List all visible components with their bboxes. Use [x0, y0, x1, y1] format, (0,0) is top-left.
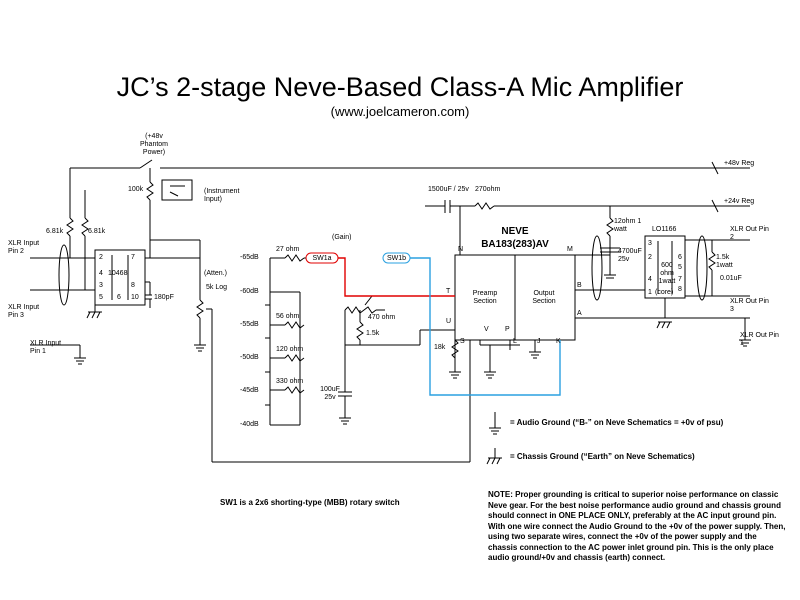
phantom-label: (+48v Phantom Power) — [139, 133, 169, 156]
pin-V: V — [484, 326, 489, 333]
xlr-out-pin2-label: XLR Out Pin 2 — [730, 226, 769, 241]
db-60-label: -60dB — [240, 288, 259, 295]
core-label: (core) — [655, 289, 674, 296]
sw1a-label: SW1a — [312, 255, 332, 262]
res-270-label: 270ohm — [475, 186, 501, 193]
tout-3: 3 — [648, 240, 652, 247]
cap-001-label: 0.01uF — [720, 275, 742, 282]
cap-1500-label: 1500uF / 25v — [428, 186, 469, 193]
db-40-label: -40dB — [240, 421, 259, 428]
tout-1: 1 — [648, 289, 652, 296]
cap-100u-label: 100uF 25v — [320, 386, 340, 401]
neve-label: NEVE — [501, 226, 529, 237]
tout-2: 2 — [648, 254, 652, 261]
pin-J: J — [537, 338, 541, 345]
pin-N: N — [458, 246, 464, 253]
pin-P: P — [505, 326, 510, 333]
res-56-label: 56 ohm — [276, 313, 300, 320]
page-title: JC’s 2-stage Neve-Based Class-A Mic Ampl… — [116, 72, 684, 102]
pin-B: B — [577, 282, 582, 289]
xlr-in-pin3-label: XLR Input Pin 3 — [8, 304, 40, 319]
tout-8: 8 — [678, 286, 682, 293]
rail-48-label: +48v Reg — [724, 160, 755, 167]
db-55-label: -55dB — [240, 321, 259, 328]
pot-label: 5k Log — [206, 284, 228, 291]
tout-6: 6 — [678, 254, 682, 261]
sw1b-label: SW1b — [386, 255, 407, 262]
transformer-in-label: 10468 — [108, 270, 128, 277]
xlr-out-pin1-label: XLR Out Pin 1 — [740, 332, 779, 347]
transformer-out-label: LO1166 — [652, 226, 677, 233]
res-18k-label: 18k — [434, 344, 446, 351]
db-65-label: -65dB — [240, 254, 259, 261]
preamp-section-label: Preamp Section — [472, 290, 498, 305]
pin-S: S — [460, 338, 465, 345]
tin-2: 2 — [99, 254, 103, 261]
grounding-note: NOTE: Proper grounding is critical to su… — [488, 490, 786, 562]
xlr-in-pin1-label: XLR Input Pin 1 — [30, 340, 62, 355]
tin-6: 6 — [117, 294, 121, 301]
output-section-label: Output Section — [532, 290, 556, 305]
pin-U: U — [446, 318, 452, 325]
res-681a-label: 6.81k — [46, 228, 64, 235]
xlr-in-pin2-label: XLR Input Pin 2 — [8, 240, 40, 255]
page-subtitle: (www.joelcameron.com) — [330, 104, 470, 119]
out-600-label: 600 ohm 1watt — [658, 262, 676, 285]
tin-7: 7 — [131, 254, 135, 261]
res-15k-out-label: 1.5k 1watt — [716, 254, 733, 269]
sw1-note: SW1 is a 2x6 shorting-type (MBB) rotary … — [220, 498, 400, 507]
legend-audio-ground: = Audio Ground (“B-” on Neve Schematics … — [510, 418, 724, 427]
tin-5: 5 — [99, 294, 103, 301]
res-27-label: 27 ohm — [276, 246, 300, 253]
res-681b-label: 6.81k — [88, 228, 106, 235]
res-100k-label: 100k — [128, 186, 144, 193]
cap-180-label: 180pF — [154, 294, 174, 301]
res-120-label: 120 ohm — [276, 346, 304, 353]
tin-4: 4 — [99, 270, 103, 277]
atten-label: (Atten.) — [204, 270, 227, 277]
db-50-label: -50dB — [240, 354, 259, 361]
neve-model-label: BA183(283)AV — [481, 239, 549, 250]
gain-label: (Gain) — [332, 234, 352, 241]
tin-3: 3 — [99, 282, 103, 289]
tin-8: 8 — [131, 282, 135, 289]
tin-10: 10 — [131, 294, 139, 301]
instrument-label: (Instrument Input) — [204, 188, 240, 203]
rail-24-label: +24v Reg — [724, 198, 755, 205]
pin-T: T — [446, 288, 451, 295]
res-15k-label: 1.5k — [366, 330, 380, 337]
db-45-label: -45dB — [240, 387, 259, 394]
cap-4700-label: 4700uF 25v — [618, 248, 642, 263]
tout-4: 4 — [648, 276, 652, 283]
tout-5: 5 — [678, 264, 682, 271]
pin-K: K — [556, 338, 561, 345]
xlr-out-pin3-label: XLR Out Pin 3 — [730, 298, 769, 313]
pin-L: L — [513, 338, 517, 345]
res-470-label: 470 ohm — [368, 314, 396, 321]
res-330-label: 330 ohm — [276, 378, 304, 385]
legend-chassis-ground: = Chassis Ground (“Earth” on Neve Schema… — [510, 452, 695, 461]
tout-7: 7 — [678, 276, 682, 283]
pin-A: A — [577, 310, 582, 317]
pin-M: M — [567, 246, 573, 253]
res-12-label: 12ohm 1 watt — [614, 218, 642, 233]
